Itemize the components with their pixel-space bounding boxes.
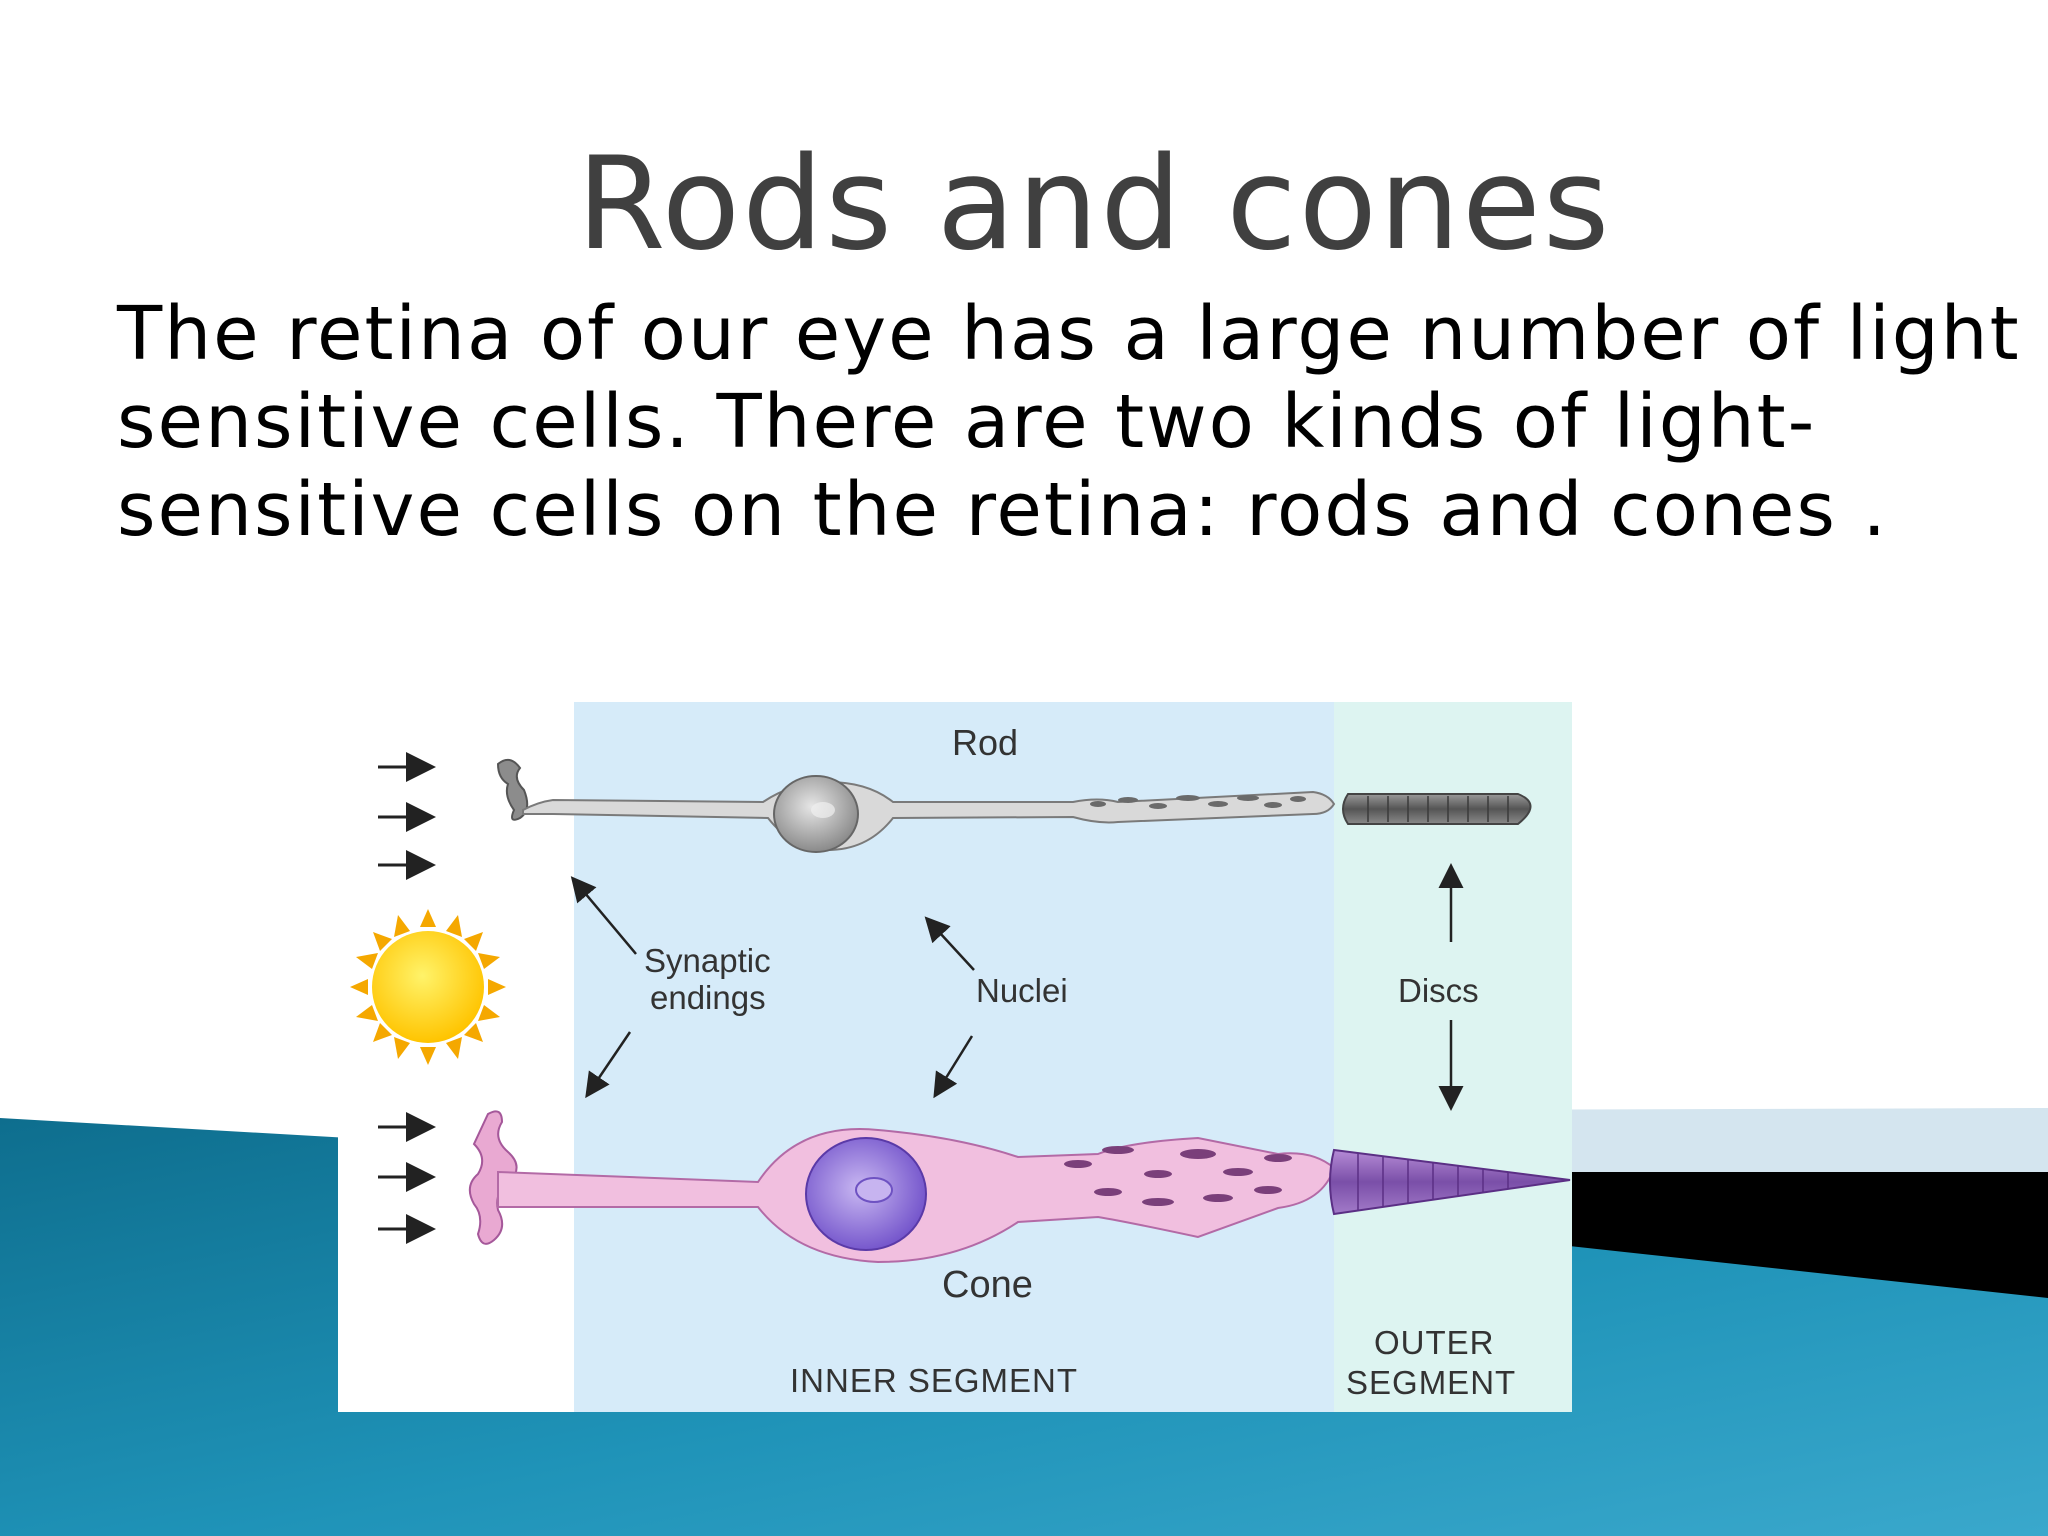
light-arrows-bottom <box>378 1112 436 1244</box>
slide-title: Rods and cones <box>576 130 1612 279</box>
body-line-3: sensitive cells on the retina: rods and … <box>117 467 1889 553</box>
sun-icon <box>350 909 506 1065</box>
body-line-2: sensitive cells. There are two kinds of … <box>117 379 1817 465</box>
inner-segment-label: INNER SEGMENT <box>790 1362 1079 1399</box>
label-arrows <box>570 863 1464 1111</box>
discs-label: Discs <box>1398 972 1479 1009</box>
inner-segment-bg <box>574 702 1334 1412</box>
synaptic-label-line-1: Synaptic <box>644 942 771 979</box>
cone-label: Cone <box>942 1264 1033 1306</box>
rod-cell <box>496 758 1532 853</box>
rod-cone-diagram: Rod Synaptic endings Nuclei Discs Cone I… <box>338 702 1572 1412</box>
body-line-1: The retina of our eye has a large number… <box>117 291 2048 377</box>
outer-segment-label-line-1: OUTER <box>1374 1324 1495 1361</box>
diagram-art <box>350 702 1572 1412</box>
synaptic-label-line-2: endings <box>650 979 766 1016</box>
rod-label: Rod <box>952 722 1019 763</box>
cone-cell <box>468 1110 1571 1264</box>
light-arrows-top <box>378 752 436 880</box>
outer-segment-label-line-2: SEGMENT <box>1346 1364 1517 1401</box>
body-text: The retina of our eye has a large number… <box>117 290 2048 554</box>
nuclei-label: Nuclei <box>976 972 1068 1009</box>
